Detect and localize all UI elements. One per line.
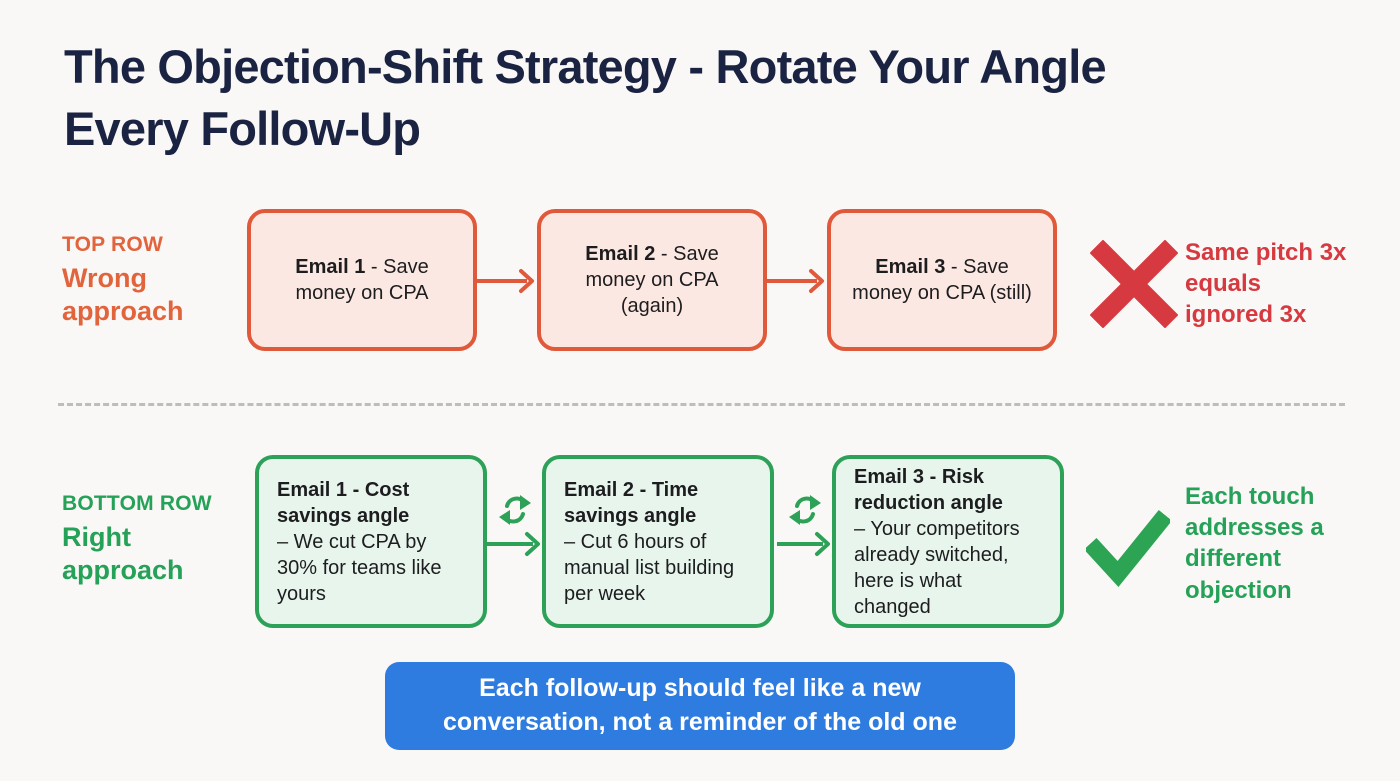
email-box-body: – Cut 6 hours of manual list building pe…: [564, 530, 735, 605]
x-icon: [1090, 240, 1178, 328]
email-box-heading: Email 1 - Cost savings angle: [277, 478, 410, 527]
connector: [777, 490, 832, 594]
email-box-body: – Your competitors already switched, her…: [854, 517, 1020, 618]
connector: [487, 490, 542, 594]
arrow-right-icon: [487, 532, 540, 556]
email-box-text: Email 2 - Save money on CPA (again): [585, 243, 719, 317]
email-box-text: Email 3 - Save money on CPA (still): [852, 256, 1032, 304]
page-title: The Objection-Shift Strategy - Rotate Yo…: [64, 40, 1107, 156]
top-row-label-big: Wrong approach: [62, 263, 184, 326]
email-box-text: Email 1 - Save money on CPA: [295, 256, 429, 304]
top-row-result-text: Same pitch 3x equals ignored 3x: [1185, 239, 1347, 329]
email-box-heading: Email 3 - Risk reduction angle: [854, 465, 1003, 514]
refresh-icon: [788, 495, 821, 525]
arrow-right-icon: [477, 269, 534, 293]
bottom-row-label-small: BOTTOM ROW: [62, 492, 212, 515]
email-box-wrong-2: Email 2 - Save money on CPA (again): [537, 209, 767, 351]
dashed-divider: [58, 403, 1345, 406]
email-box-wrong-3: Email 3 - Save money on CPA (still): [827, 209, 1057, 351]
email-box-right-1: Email 1 - Cost savings angle – We cut CP…: [255, 455, 487, 628]
arrow-right-icon: [767, 269, 824, 293]
email-box-right-3: Email 3 - Risk reduction angle – Your co…: [832, 455, 1064, 628]
takeaway-banner: Each follow-up should feel like a new co…: [385, 662, 1015, 750]
refresh-icon: [498, 495, 531, 525]
takeaway-banner-text: Each follow-up should feel like a new co…: [443, 674, 957, 736]
check-icon: [1086, 510, 1170, 588]
bottom-row-label-big: Right approach: [62, 522, 184, 585]
arrow-right-icon: [777, 532, 830, 556]
bottom-row-label: BOTTOM ROW Right approach: [62, 492, 242, 587]
bottom-row-result-text: Each touch addresses a different objecti…: [1185, 483, 1324, 604]
top-row-label-small: TOP ROW: [62, 233, 163, 256]
top-row-label: TOP ROW Wrong approach: [62, 233, 242, 328]
email-box-body: – We cut CPA by 30% for teams like yours: [277, 530, 442, 605]
email-box-heading: Email 2 - Time savings angle: [564, 478, 699, 527]
email-box-wrong-1: Email 1 - Save money on CPA: [247, 209, 477, 351]
email-box-right-2: Email 2 - Time savings angle – Cut 6 hou…: [542, 455, 774, 628]
